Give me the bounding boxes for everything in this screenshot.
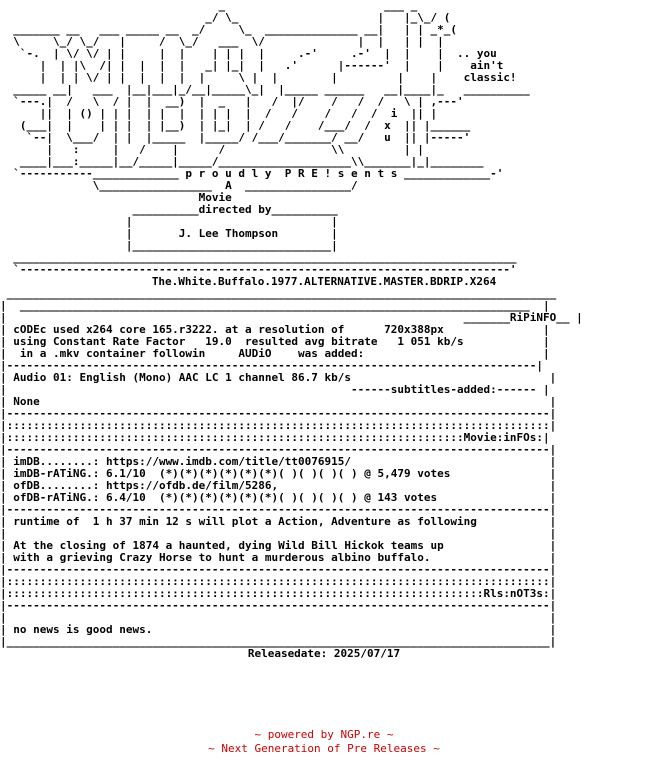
ascii-banner-line: \_________________ A ________________/ [0,179,358,192]
ascii-banner-line: | : | / | / \\ | | [0,143,424,156]
codec-info-line: | in a .mkv container followin AUDiO was… [0,347,550,360]
ascii-banner-line: `-----------_____________ p r o u d l y … [0,167,504,180]
ascii-banner-line: ____|___:_____|__/_____|_____/__________… [0,155,484,168]
movie-info-line: | At the closing of 1874 a haunted, dyin… [0,539,557,552]
movie-info-line: | ofDB-rATiNG.: 6.4/10 (*)(*)(*)(*)(*)(*… [0,491,557,504]
codec-info-line: |---------------------------------------… [0,407,557,420]
ascii-banner-line: |______________________________| [0,239,338,252]
rls-notes-line: | | [0,611,557,624]
codec-info-line: | Audio 01: English (Mono) AAC LC 1 chan… [0,371,557,384]
tagline-text: ~ Next Generation of Pre Releases ~ [208,742,440,755]
rls-notes-line: |_______________________________________… [0,635,557,648]
ascii-banner-line: \ \_/ \_/ | / \_/ ___ \/ | | | | | [0,35,444,48]
movieinfo-header-line: |---------------------------------------… [0,443,557,456]
codec-info-line: |---------------------------------------… [0,359,544,372]
ascii-banner-line: || | () | | | | | | | | | | / / / / / i … [0,107,438,120]
box-border-line: | ______________________________________… [0,299,550,312]
movie-info-line: | with a grieving Crazy Horse to hunt a … [0,551,557,564]
codec-info-line: | None | [0,395,557,408]
codec-info-line: | cODEc used x264 core 165.r3222. at a r… [0,323,550,336]
ascii-banner-line: | J. Lee Thompson | [0,227,338,240]
rlsnotes-header-line: |:::::::::::::::::::::::::::::::::::::::… [0,587,557,600]
ascii-banner-line: _____ __| ___ |__|___|_/__|_____\_| |___… [0,83,530,96]
movie-info-line: |---------------------------------------… [0,503,557,516]
rls-notes-line: | no news is good news. | [0,623,557,636]
ascii-banner-line: | | [0,215,338,228]
ascii-banner-line: (___| | | | | | |__) | |_| | / / /___/ /… [0,119,471,132]
codec-info-line: | using Constant Rate Factor 19.0 result… [0,335,550,348]
movie-info-line: | | [0,527,557,540]
ascii-banner-line: __________directed by__________ [0,203,338,216]
ripinfo-header: | _______RiPiNFO__ | [0,311,583,324]
release-date: Releasedate: 2025/07/17 [247,647,401,660]
movie-info-line: | imDB........: https://www.imdb.com/tit… [0,455,557,468]
movie-info-line: | ofDB........: https://ofdb.de/film/528… [0,479,557,492]
ascii-banner-line: ________________________________________… [0,251,517,264]
powered-by-text: ~ powered by NGP.re ~ [254,728,394,741]
ascii-banner-line: `---------------------------------------… [0,263,517,276]
nfo-document: _ ___ _ _/ \_ | |_\_/ ( _______ __ ___ _… [0,0,583,660]
ascii-banner-line: `---.| / \ / | | __) | _ | / |/ / / / \ … [0,95,464,108]
ascii-banner-line: `-. | \/ \/ | | | | | | | | .-' .-' | | … [0,47,497,60]
codec-info-line: | ------subtitles-added:------ | [0,383,550,396]
ascii-banner-line: `--| \___/ | | |_____ |_____/ /___/_____… [0,131,471,144]
movieinfo-header-line: |:::::::::::::::::::::::::::::::::::::::… [0,419,557,432]
ascii-banner-line: | | | \/ | | | | | | \ | | | | | classic… [0,71,517,84]
ascii-banner-line: _______ __ ___ _____ __ _/ \_ __________… [0,23,457,36]
movie-info-line: |---------------------------------------… [0,563,557,576]
movieinfo-header-line: |:::::::::::::::::::::::::::::::::::::::… [0,431,550,444]
box-border-line: ________________________________________… [0,287,563,300]
rlsnotes-header-line: |---------------------------------------… [0,599,557,612]
ascii-banner-line: Movie [0,191,232,204]
movie-info-line: | imDB-rATiNG.: 6.1/10 (*)(*)(*)(*)(*)(*… [0,467,557,480]
ascii-banner-line: _/ \_ | |_\_/ ( [0,11,451,24]
movie-info-line: | runtime of 1 h 37 min 12 s will plot a… [0,515,557,528]
ascii-banner-line: | | |\ /| | | | | _| |_| | .' |------' |… [0,59,504,72]
rlsnotes-header-line: |:::::::::::::::::::::::::::::::::::::::… [0,575,557,588]
ascii-banner-line: _ ___ _ [0,0,418,12]
release-name: The.White.Buffalo.1977.ALTERNATIVE.MASTE… [151,275,497,288]
